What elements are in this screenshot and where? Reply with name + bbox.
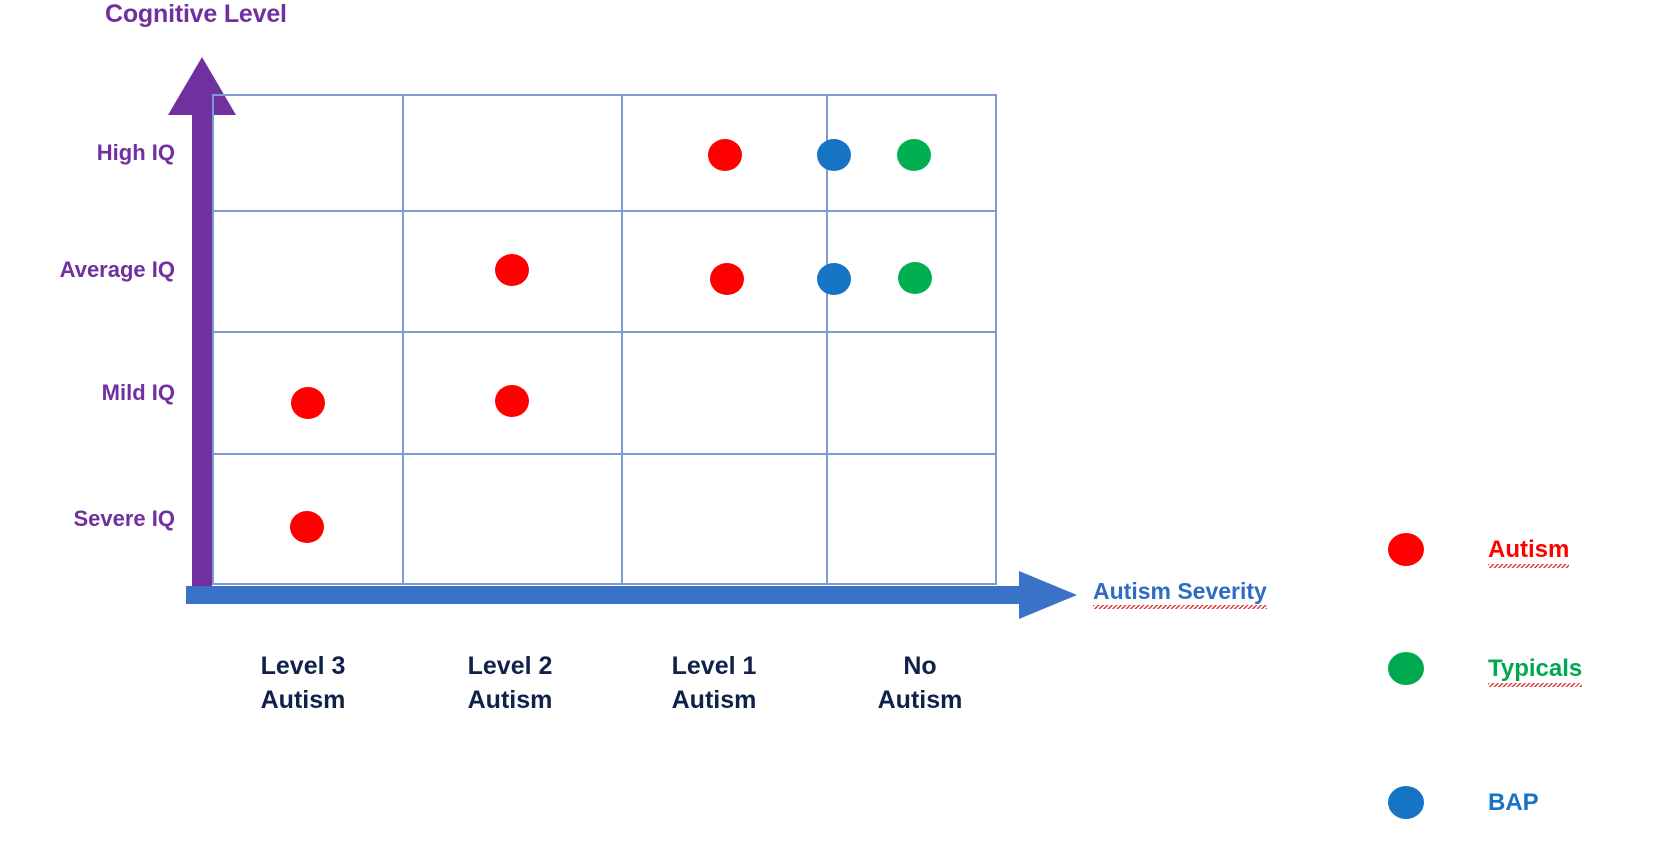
- legend-label-autism: Autism: [1488, 536, 1570, 568]
- grid-line-horizontal-1: [212, 210, 997, 212]
- grid-line-horizontal-3: [212, 453, 997, 455]
- legend-item-typicals: Typicals: [1388, 652, 1583, 687]
- dot-bap-noautism-high-iq: [817, 139, 851, 171]
- dot-autism-level1-average-iq: [710, 263, 744, 295]
- legend-swatch-autism-icon: [1388, 533, 1424, 566]
- legend-item-autism: Autism: [1388, 533, 1570, 568]
- legend-swatch-bap-icon: [1388, 786, 1424, 819]
- y-axis-tick-label-0: High IQ: [96, 140, 175, 165]
- y-axis-tick-labels: High IQ Average IQ Mild IQ Severe IQ: [0, 0, 175, 860]
- y-axis-title: Cognitive Level: [105, 0, 287, 28]
- x-axis-tick-label-line1: No: [903, 652, 937, 680]
- x-axis-tick-label-line2: Autism: [467, 685, 553, 714]
- dot-autism-level1-high-iq: [708, 139, 742, 171]
- spellcheck-underline: [1093, 605, 1267, 609]
- x-axis-tick-label-2: Level 1 Autism: [672, 650, 757, 718]
- spellcheck-underline: [1488, 682, 1583, 687]
- x-axis-tick-label-0: Level 3 Autism: [261, 650, 346, 718]
- y-axis-tick-label-3: Severe IQ: [73, 506, 175, 531]
- x-axis-arrowhead-icon: [1019, 571, 1077, 619]
- grid-line-vertical-4: [995, 94, 997, 585]
- x-axis-tick-label-line1: Level 1: [671, 652, 757, 680]
- legend-swatch-typicals-icon: [1388, 652, 1424, 685]
- dot-autism-level3-severe-iq: [290, 511, 324, 543]
- legend-label-bap: BAP: [1488, 788, 1539, 816]
- dot-autism-level2-mild-iq: [495, 385, 529, 417]
- dot-autism-level2-average-iq: [495, 254, 529, 286]
- x-axis-tick-label-line2: Autism: [877, 685, 963, 714]
- y-axis-tick-label-1: Average IQ: [59, 257, 175, 282]
- legend-item-bap: BAP: [1388, 786, 1539, 819]
- x-axis-tick-label-line1: Level 3: [260, 652, 346, 680]
- dot-typical-noautism-avg-iq: [898, 262, 932, 294]
- grid-line-vertical-3: [826, 94, 828, 585]
- grid-line-vertical-1: [402, 94, 404, 585]
- spellcheck-underline: [1488, 563, 1570, 568]
- x-axis-tick-label-line2: Autism: [260, 685, 346, 714]
- y-axis-tick-label-2: Mild IQ: [101, 380, 175, 405]
- dot-bap-noautism-average-iq: [817, 263, 851, 295]
- grid-line-horizontal-4: [212, 583, 997, 585]
- dot-autism-level3-mild-iq: [291, 387, 325, 419]
- plot-grid: [212, 94, 997, 585]
- grid-line-vertical-2: [621, 94, 623, 585]
- grid-line-horizontal-2: [212, 331, 997, 333]
- y-axis-line: [192, 108, 212, 593]
- legend-label-typicals: Typicals: [1488, 655, 1583, 687]
- dot-typical-noautism-high-iq: [897, 139, 931, 171]
- x-axis-title-wrap: Autism Severity: [1093, 578, 1267, 609]
- y-axis-arrowhead-icon: [168, 57, 236, 115]
- grid-line-horizontal-0: [212, 94, 997, 96]
- x-axis-title: Autism Severity: [1093, 578, 1267, 604]
- x-axis-tick-label-line1: Level 2: [467, 652, 553, 680]
- x-axis-tick-label-1: Level 2 Autism: [468, 650, 553, 718]
- x-axis-tick-label-line2: Autism: [671, 685, 757, 714]
- x-axis-line: [186, 586, 1021, 604]
- grid-line-vertical-0: [212, 94, 214, 585]
